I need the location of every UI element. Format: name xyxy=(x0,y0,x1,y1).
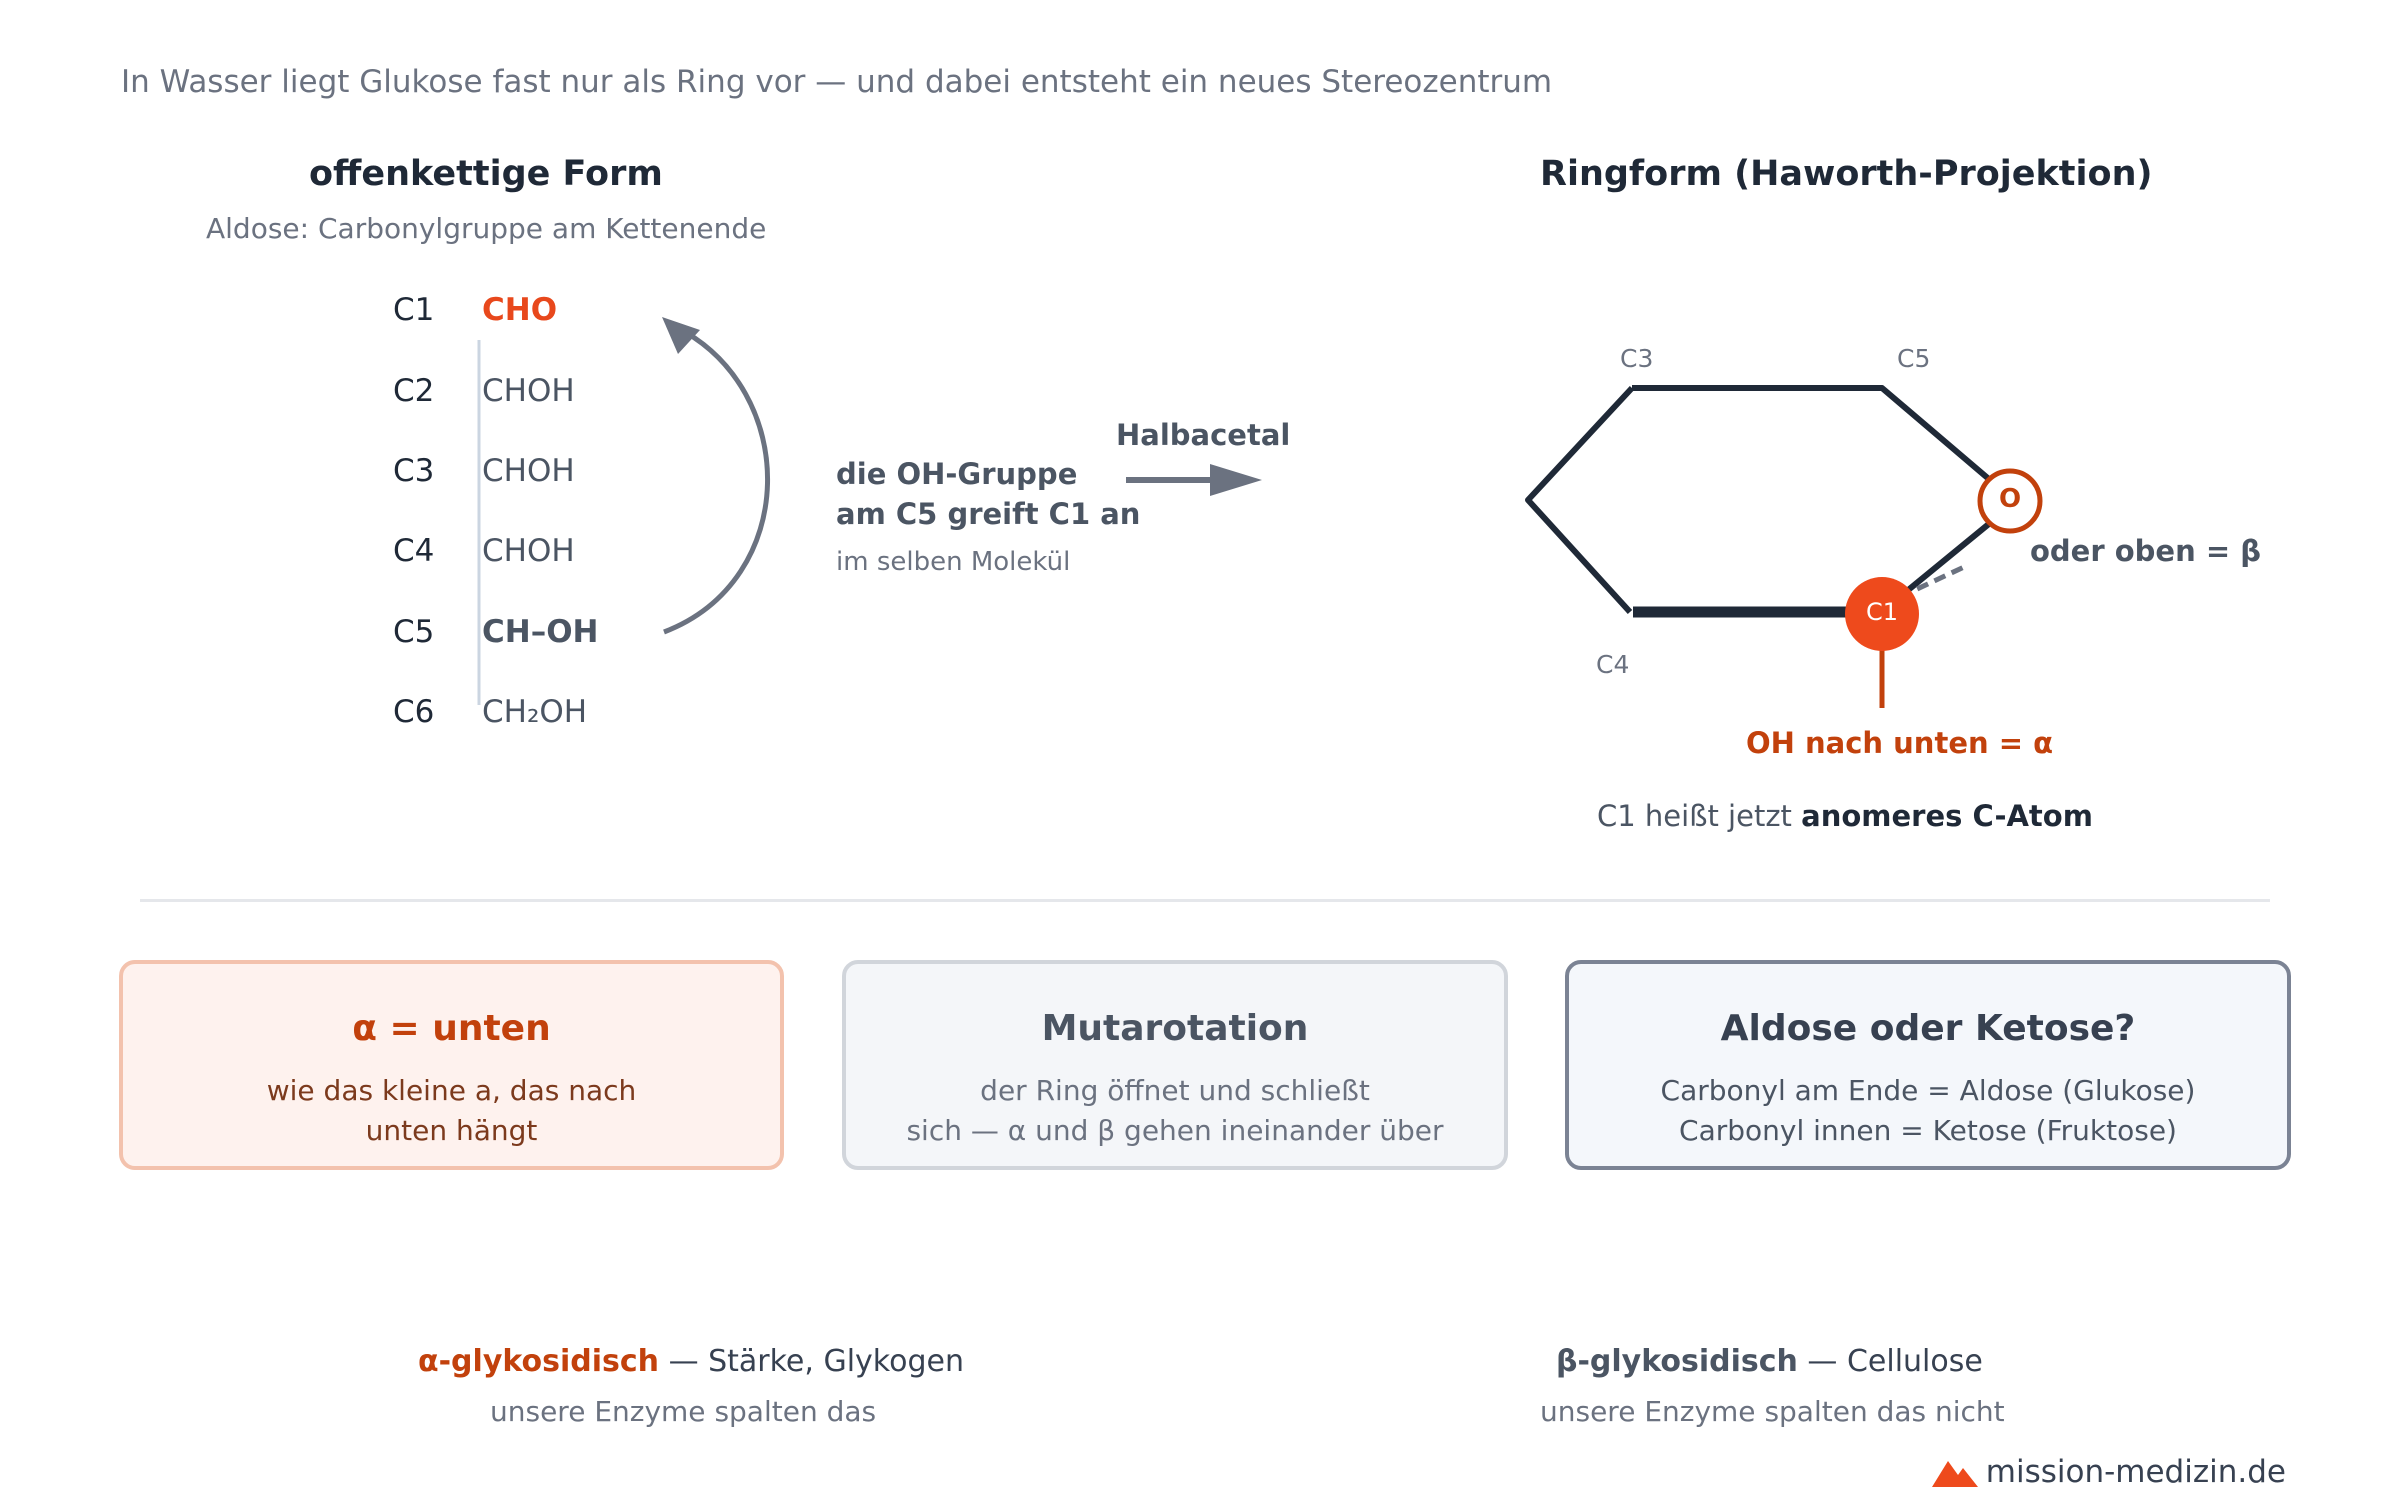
attack-arrow-head-icon xyxy=(662,317,700,354)
ring-oxygen-label: O xyxy=(1998,484,2022,514)
card-aldose-ketose-line2: Carbonyl innen = Ketose (Fruktose) xyxy=(1679,1114,2177,1147)
card-aldose-ketose-title: Aldose oder Ketose? xyxy=(1720,1008,2136,1049)
alpha-glycosidic-bold: α-glykosidisch xyxy=(418,1344,660,1379)
carbon-group-c1: CHO xyxy=(482,292,558,328)
ring-outline xyxy=(1525,385,1992,615)
card-alpha-line1: wie das kleine a, das nach xyxy=(266,1074,637,1107)
section-divider xyxy=(140,899,2270,902)
anomer-bold: anomeres C-Atom xyxy=(1801,799,2093,833)
reaction-note-line3: im selben Molekül xyxy=(836,547,1071,577)
page-subtitle: In Wasser liegt Glukose fast nur als Rin… xyxy=(121,64,1553,100)
carbon-label-c1: C1 xyxy=(393,292,435,328)
c1-anomeric-circle xyxy=(1845,577,1919,651)
reaction-note-line2: am C5 greift C1 an xyxy=(836,497,1141,531)
ring-label-c4: C4 xyxy=(1596,650,1630,679)
card-mutarotation: Mutarotation der Ring öffnet und schließ… xyxy=(842,960,1508,1170)
carbon-label-c4: C4 xyxy=(393,533,435,569)
card-mutarotation-title: Mutarotation xyxy=(1041,1008,1309,1049)
mountain-logo-icon xyxy=(1931,1461,1978,1487)
ring-title: Ringform (Haworth-Projektion) xyxy=(1540,154,2153,194)
carbon-label-c3: C3 xyxy=(393,453,435,489)
card-mutarotation-text: der Ring öffnet und schließt sich — α un… xyxy=(846,1071,1504,1151)
card-alpha: α = unten wie das kleine a, das nach unt… xyxy=(119,960,784,1170)
card-mutarotation-line1: der Ring öffnet und schließt xyxy=(980,1074,1370,1107)
card-alpha-text: wie das kleine a, das nach unten hängt xyxy=(123,1071,780,1151)
ring-label-c5: C5 xyxy=(1897,344,1931,373)
ring-label-c3: C3 xyxy=(1620,344,1654,373)
anomer-note: C1 heißt jetzt anomeres C-Atom xyxy=(1597,799,2093,833)
brand-name: mission-medizin.de xyxy=(1985,1454,2286,1490)
alpha-label: OH nach unten = α xyxy=(1746,726,2054,760)
beta-glycosidic-bold: β-glykosidisch xyxy=(1556,1344,1798,1379)
alpha-glycosidic-rest: — Stärke, Glykogen xyxy=(659,1344,964,1379)
carbon-label-c5: C5 xyxy=(393,614,435,650)
open-chain-title: offenkettige Form xyxy=(309,154,663,194)
beta-glycosidic-rest: — Cellulose xyxy=(1797,1344,1983,1379)
card-mutarotation-line2: sich — α und β gehen ineinander über xyxy=(906,1114,1444,1147)
halbacetal-label: Halbacetal xyxy=(1116,418,1291,452)
carbon-label-c6: C6 xyxy=(393,694,435,730)
open-chain-subtitle: Aldose: Carbonylgruppe am Kettenende xyxy=(206,212,767,245)
carbon-group-c4: CHOH xyxy=(482,533,575,569)
card-aldose-ketose-line1: Carbonyl am Ende = Aldose (Glukose) xyxy=(1660,1074,2196,1107)
anomer-prefix: C1 heißt jetzt xyxy=(1597,799,1792,833)
card-alpha-line2: unten hängt xyxy=(365,1114,538,1147)
card-alpha-title: α = unten xyxy=(352,1008,551,1049)
beta-glycosidic-note: β-glykosidisch — Cellulose xyxy=(1556,1344,1983,1379)
ring-oxygen-circle xyxy=(1977,468,2043,534)
carbon-label-c2: C2 xyxy=(393,373,435,409)
brand-footer[interactable]: mission-medizin.de xyxy=(1931,1454,2286,1490)
c1-ring-label: C1 xyxy=(1865,598,1899,626)
carbon-group-c5: CH–OH xyxy=(482,614,599,650)
beta-label: oder oben = β xyxy=(2030,534,2261,568)
carbon-group-c3: CHOH xyxy=(482,453,575,489)
beta-glycosidic-sub: unsere Enzyme spalten das nicht xyxy=(1540,1395,2005,1428)
card-aldose-ketose: Aldose oder Ketose? Carbonyl am Ende = A… xyxy=(1565,960,2291,1170)
alpha-glycosidic-note: α-glykosidisch — Stärke, Glykogen xyxy=(418,1344,964,1379)
carbon-group-c6: CH₂OH xyxy=(482,694,588,730)
carbon-group-c2: CHOH xyxy=(482,373,575,409)
reaction-note-line1: die OH-Gruppe xyxy=(836,457,1078,491)
attack-arrow-curve xyxy=(663,324,770,635)
alpha-glycosidic-sub: unsere Enzyme spalten das xyxy=(490,1395,877,1428)
card-aldose-ketose-text: Carbonyl am Ende = Aldose (Glukose) Carb… xyxy=(1569,1071,2287,1151)
halbacetal-arrow-head-icon xyxy=(1210,464,1262,496)
